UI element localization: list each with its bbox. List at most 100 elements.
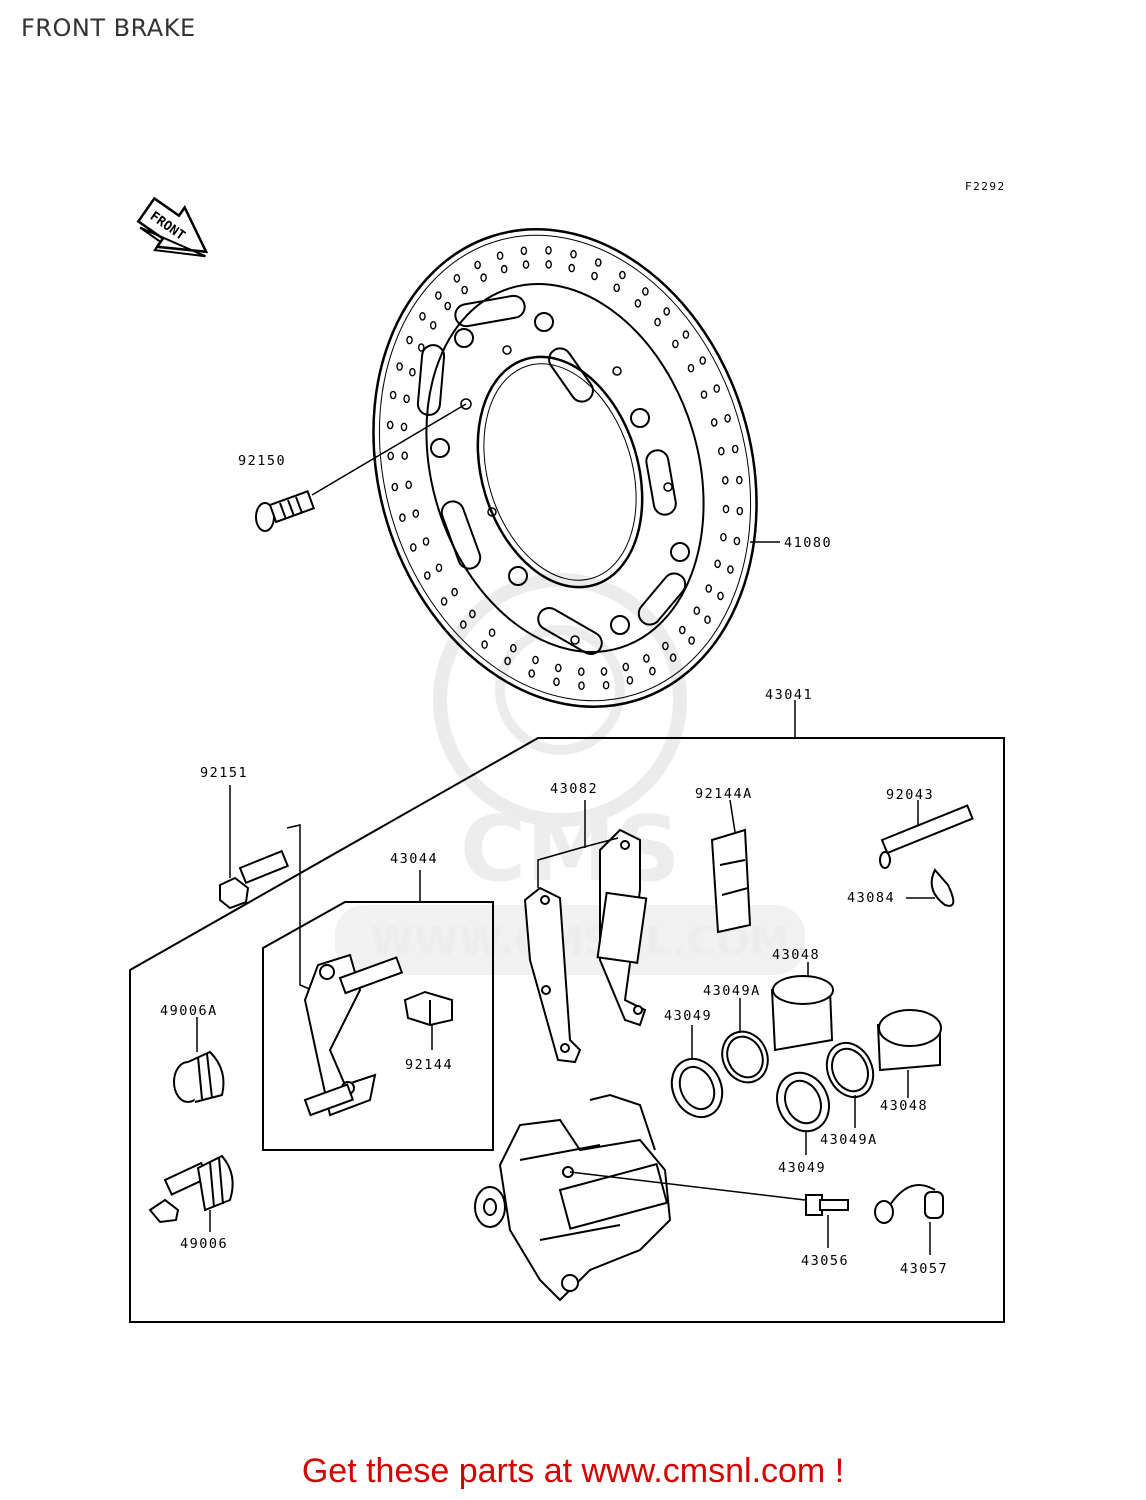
vent-hole [710, 418, 718, 427]
vent-hole [405, 480, 413, 490]
vent-hole [705, 584, 713, 593]
vent-hole [720, 532, 727, 542]
part-number-43049b[interactable]: 43049 [778, 1160, 826, 1176]
part-number-43049Ab[interactable]: 43049A [820, 1132, 878, 1148]
leader-43082 [537, 837, 619, 888]
vent-hole [435, 291, 442, 300]
part-number-43084[interactable]: 43084 [847, 890, 895, 906]
vent-hole [654, 317, 661, 327]
vent-hole [480, 273, 487, 282]
vent-hole [682, 330, 690, 339]
vent-hole [532, 655, 539, 665]
vent-hole [693, 606, 701, 616]
vent-hole [403, 394, 410, 404]
vent-hole [389, 390, 397, 400]
vent-hole [717, 591, 724, 601]
seal-43049A-b [825, 1041, 875, 1099]
vent-hole [459, 620, 467, 629]
part-number-43048b[interactable]: 43048 [880, 1098, 928, 1114]
vent-hole [451, 587, 458, 597]
vent-hole [444, 301, 452, 311]
vent-hole [727, 565, 734, 574]
vent-hole [496, 251, 504, 260]
caliper-body [474, 1093, 672, 1302]
part-number-92150[interactable]: 92150 [238, 453, 286, 469]
axis-43056 [569, 1171, 806, 1201]
seal-43049A-a [721, 1030, 769, 1084]
part-number-43049a[interactable]: 43049 [664, 1008, 712, 1024]
vent-hole [399, 513, 406, 523]
part-number-49006A[interactable]: 49006A [160, 1003, 218, 1019]
vent-hole [591, 271, 598, 281]
vent-hole [568, 263, 576, 273]
bracket-frame-43044 [262, 901, 494, 1151]
brake-disc [372, 228, 758, 708]
vent-hole [453, 273, 461, 283]
vent-hole [634, 298, 642, 308]
vent-hole [649, 666, 656, 676]
vent-hole [662, 641, 669, 651]
vent-hole [423, 571, 431, 580]
sleeve-49006 [148, 1154, 234, 1224]
vent-hole [528, 669, 536, 678]
part-number-43044[interactable]: 43044 [390, 851, 438, 867]
vent-hole [663, 307, 671, 316]
brake-pads-43082 [523, 828, 648, 1064]
vent-hole [520, 246, 528, 256]
part-number-49006[interactable]: 49006 [180, 1236, 228, 1252]
vent-hole [422, 537, 430, 546]
vent-hole [714, 559, 721, 569]
part-number-43049Aa[interactable]: 43049A [703, 983, 761, 999]
vent-hole [406, 335, 413, 345]
vent-hole [718, 446, 725, 456]
part-number-92043[interactable]: 92043 [886, 787, 934, 803]
vent-hole [396, 362, 403, 371]
vent-hole [704, 615, 711, 625]
bolt-92150 [255, 490, 316, 532]
vent-hole [555, 663, 562, 673]
vent-hole [672, 339, 679, 349]
vent-hole [622, 662, 630, 672]
vent-hole [504, 656, 511, 666]
vent-hole [522, 260, 530, 269]
page-title: FRONT BRAKE [21, 14, 196, 42]
vent-hole [733, 536, 741, 546]
vent-hole [669, 653, 677, 663]
boot-49006A [173, 1050, 225, 1103]
part-number-92144A[interactable]: 92144A [695, 786, 753, 802]
vent-hole [600, 667, 608, 676]
part-number-92151[interactable]: 92151 [200, 765, 248, 781]
vent-hole [602, 680, 610, 690]
vent-hole [722, 475, 729, 485]
disc-vent-holes [386, 245, 744, 691]
vent-hole [419, 311, 426, 321]
piston-43048-a [770, 975, 834, 1052]
part-number-92144[interactable]: 92144 [405, 1057, 453, 1073]
pin-clip-43084 [930, 868, 955, 907]
vent-hole [736, 475, 743, 485]
caliper-bracket [303, 953, 404, 1117]
part-labels: 92150 41080 43041 92151 43082 92144A 92043 4304… [160, 453, 948, 1277]
pad-pin-92043 [879, 804, 974, 869]
part-number-43056[interactable]: 43056 [801, 1253, 849, 1269]
footer-cta-link[interactable]: Get these parts at www.cmsnl.com ! [301, 1452, 845, 1490]
front-arrow-icon: FRONT [136, 196, 209, 258]
part-number-43082[interactable]: 43082 [550, 781, 598, 797]
vent-hole [699, 356, 707, 365]
part-number-43041[interactable]: 43041 [765, 687, 813, 703]
leader-92150-axis [311, 403, 467, 496]
vent-hole [461, 285, 468, 295]
part-number-41080[interactable]: 41080 [784, 535, 832, 551]
bleed-valve-43056 [805, 1194, 849, 1216]
part-number-43057[interactable]: 43057 [900, 1261, 948, 1277]
seal-43049-a [670, 1057, 724, 1119]
vent-hole [545, 259, 553, 269]
vent-hole [500, 264, 508, 274]
vent-hole [435, 563, 443, 573]
vent-hole [488, 628, 496, 638]
vent-hole [613, 283, 621, 293]
vent-hole [401, 451, 409, 461]
part-number-43048a[interactable]: 43048 [772, 947, 820, 963]
vent-hole [578, 681, 585, 691]
